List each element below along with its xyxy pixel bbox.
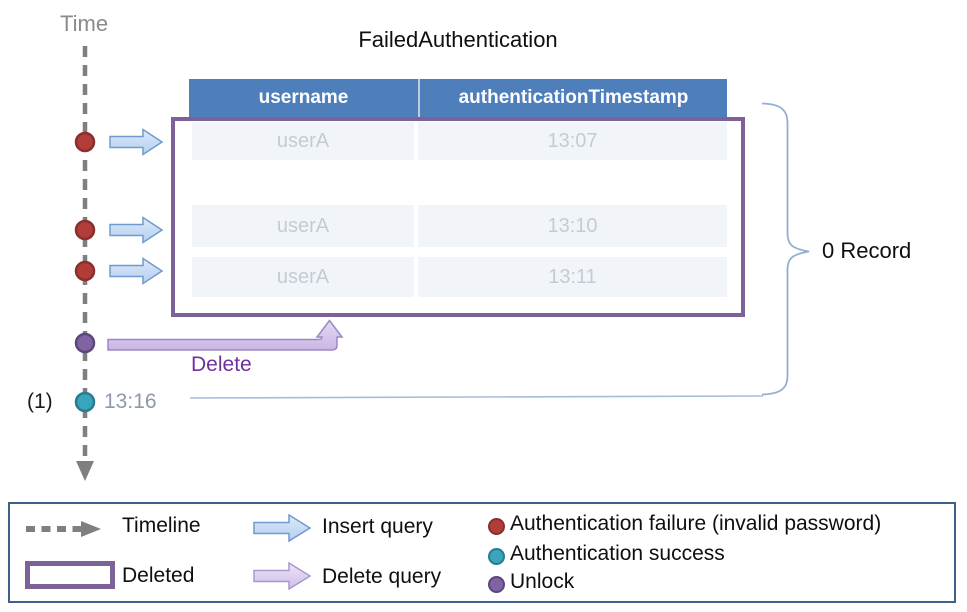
- row-timestamp: 13:10: [418, 205, 727, 247]
- auth-failure-dot-icon: [74, 219, 96, 241]
- row-timestamp: 13:07: [418, 122, 727, 160]
- auth-failure-dot-icon: [74, 260, 96, 282]
- row-timestamp: 13:11: [418, 257, 727, 297]
- row-username: userA: [192, 205, 414, 247]
- success-time-connector-line: [189, 395, 764, 399]
- success-timestamp-label: 13:16: [104, 390, 157, 413]
- record-count-label: 0 Record: [822, 238, 912, 263]
- unlock-dot-icon: [74, 332, 96, 354]
- time-axis-label: Time: [60, 11, 109, 36]
- auth-success-dot-icon: [74, 391, 96, 413]
- deleted-rows-outline: [171, 117, 745, 317]
- legend-auth-success-label: Authentication success: [510, 542, 725, 565]
- auth-failure-dot-icon: [74, 131, 96, 153]
- table-title: FailedAuthentication: [358, 27, 558, 52]
- timeline-arrowhead-icon: [76, 461, 94, 481]
- legend-auth-failure-label: Authentication failure (invalid password…: [510, 512, 882, 535]
- auth-success-legend-dot-icon: [488, 548, 505, 565]
- auth-failure-legend-dot-icon: [488, 518, 505, 535]
- column-header-timestamp: authenticationTimestamp: [420, 79, 727, 117]
- insert-query-arrow-icon: [109, 257, 164, 285]
- table-header: username authenticationTimestamp: [189, 79, 727, 117]
- insert-query-arrow-icon: [109, 216, 164, 244]
- legend-deleted-label: Deleted: [122, 564, 195, 587]
- legend-box: Timeline Deleted Insert query Delete que…: [8, 502, 956, 603]
- timeline-legend-dashed-arrow-icon: [26, 521, 101, 537]
- table-row: userA 13:10: [192, 205, 727, 247]
- step-marker-label: (1): [27, 390, 53, 413]
- deleted-legend-box-icon: [25, 561, 115, 589]
- delete-query-legend-arrow-icon: [253, 562, 312, 591]
- record-count-brace-icon: [761, 102, 810, 396]
- delete-action-label: Delete: [191, 353, 252, 376]
- insert-query-legend-arrow-icon: [253, 514, 312, 543]
- column-header-username: username: [189, 79, 420, 117]
- row-username: userA: [192, 257, 414, 297]
- table-row: userA 13:07: [192, 122, 727, 160]
- insert-query-arrow-icon: [109, 128, 164, 156]
- row-username: userA: [192, 122, 414, 160]
- legend-timeline-label: Timeline: [122, 514, 201, 537]
- table-row: userA 13:11: [192, 257, 727, 297]
- legend-unlock-label: Unlock: [510, 570, 575, 593]
- legend-insert-query-label: Insert query: [322, 515, 433, 538]
- legend-delete-query-label: Delete query: [322, 565, 442, 588]
- unlock-legend-dot-icon: [488, 576, 505, 593]
- delete-query-elbow-arrow-icon: [107, 319, 344, 351]
